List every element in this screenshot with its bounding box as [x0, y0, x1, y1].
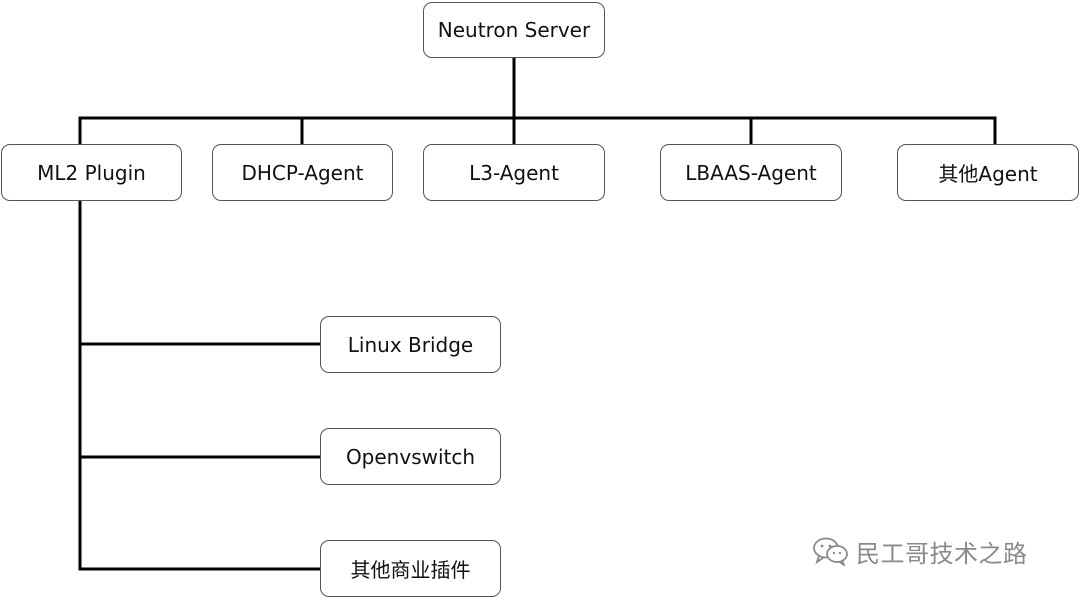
- node-dhcp-agent: DHCP-Agent: [212, 144, 393, 201]
- node-label: LBAAS-Agent: [685, 160, 817, 185]
- node-l3-agent: L3-Agent: [423, 144, 605, 201]
- node-linux-bridge: Linux Bridge: [320, 316, 501, 373]
- node-label: Linux Bridge: [347, 332, 474, 357]
- node-label: 其他Agent: [938, 162, 1038, 186]
- node-lbaas-agent: LBAAS-Agent: [660, 144, 842, 201]
- node-label: Neutron Server: [437, 18, 591, 42]
- node-ml2-plugin: ML2 Plugin: [1, 144, 182, 201]
- node-commercial-plugins: 其他商业插件: [320, 540, 501, 597]
- node-label: L3-Agent: [469, 160, 559, 185]
- watermark: 民工哥技术之路: [812, 534, 1028, 568]
- node-other-agent: 其他Agent: [897, 144, 1079, 201]
- watermark-text: 民工哥技术之路: [856, 539, 1028, 568]
- node-openvswitch: Openvswitch: [320, 428, 501, 485]
- node-label: 其他商业插件: [350, 558, 471, 582]
- node-label: ML2 Plugin: [37, 160, 146, 185]
- wechat-icon: [813, 537, 848, 566]
- node-label: Openvswitch: [345, 444, 476, 469]
- node-label: DHCP-Agent: [241, 160, 364, 185]
- node-neutron-server: Neutron Server: [423, 2, 605, 58]
